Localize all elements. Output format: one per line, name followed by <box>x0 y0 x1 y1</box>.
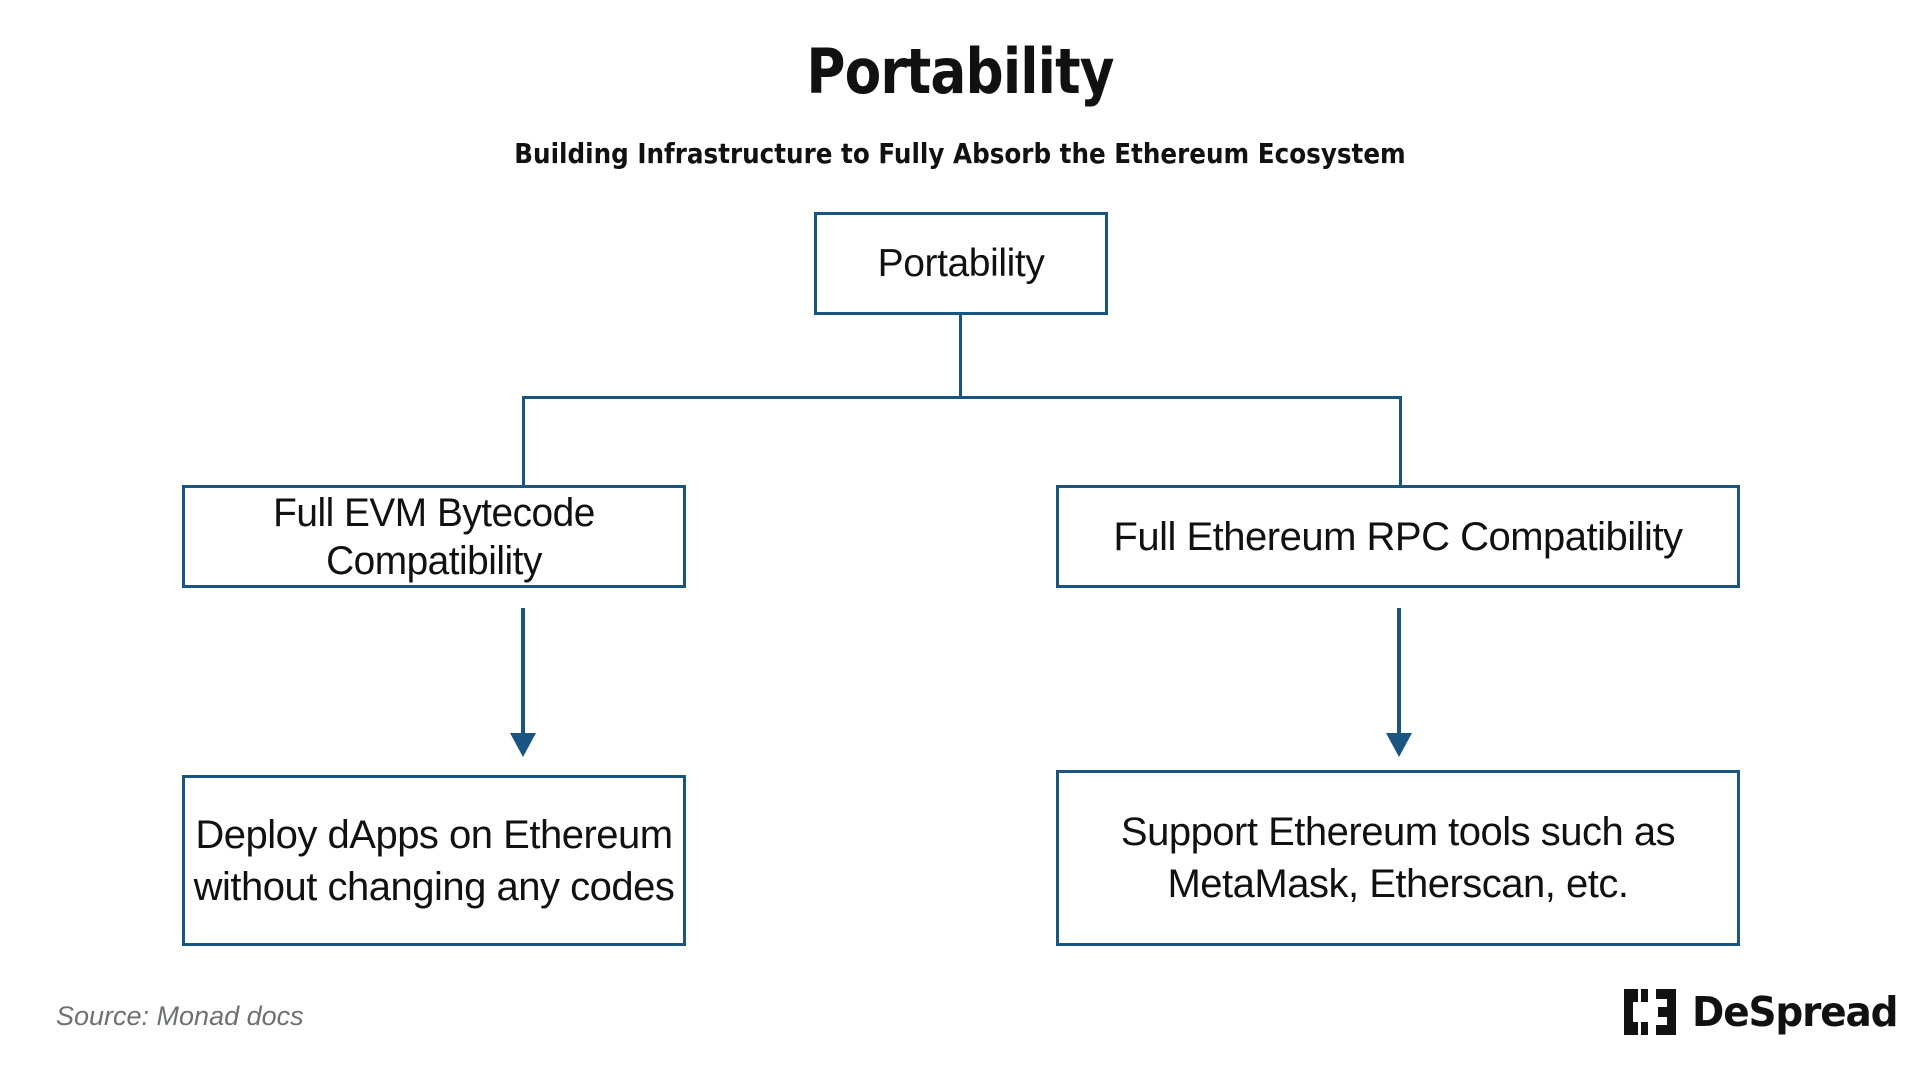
node-deploy-dapps-on-ethereum: Deploy dApps on Ethereum without changin… <box>182 775 686 946</box>
node-support-ethereum-tools: Support Ethereum tools such as MetaMask,… <box>1056 770 1740 946</box>
connector-root-stem <box>959 315 962 398</box>
arrow-shaft <box>1397 608 1401 738</box>
arrow-head-icon <box>1386 733 1412 757</box>
node-full-evm-bytecode-compatibility: Full EVM Bytecode Compatibility <box>182 485 686 588</box>
connector-drop-left <box>522 396 525 486</box>
source-caption: Source: Monad docs <box>56 1001 304 1031</box>
connector-drop-right <box>1399 396 1402 486</box>
page-subtitle: Building Infrastructure to Fully Absorb … <box>514 137 1406 170</box>
node-full-ethereum-rpc-compatibility: Full Ethereum RPC Compatibility <box>1056 485 1740 588</box>
despread-logo: DeSpread <box>1624 988 1908 1036</box>
node-portability: Portability <box>814 212 1108 315</box>
arrow-head-icon <box>510 733 536 757</box>
connector-horizontal-bus <box>522 396 1402 399</box>
node-label: Full EVM Bytecode Compatibility <box>273 490 595 583</box>
page-title: Portability <box>806 35 1114 108</box>
node-label: Support Ethereum tools such as MetaMask,… <box>1120 810 1676 906</box>
despread-logo-mark-icon <box>1624 989 1676 1035</box>
arrow-shaft <box>521 608 525 738</box>
node-label: Full Ethereum RPC Compatibility <box>1113 514 1683 559</box>
node-label: Portability <box>877 241 1045 285</box>
node-label: Deploy dApps on Ethereum without changin… <box>193 812 675 909</box>
despread-wordmark: DeSpread <box>1692 988 1899 1036</box>
